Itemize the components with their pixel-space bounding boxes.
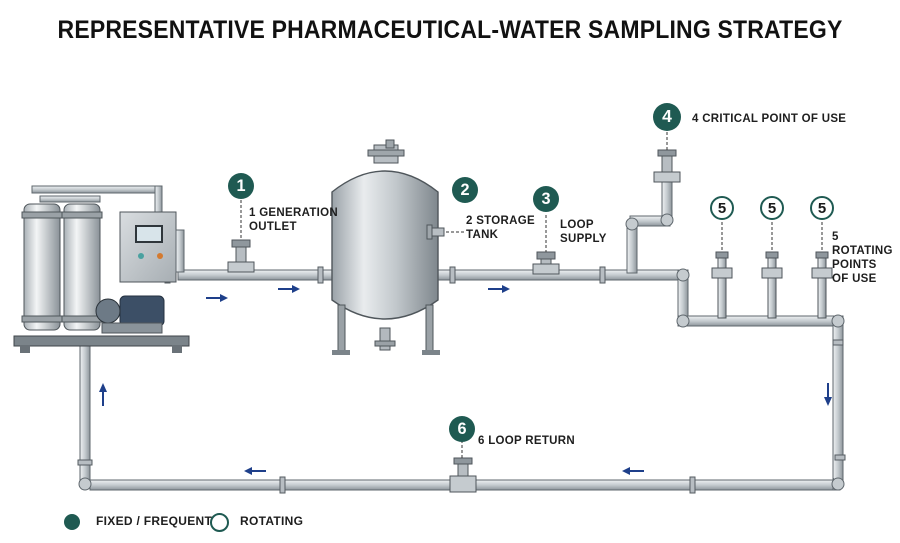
water-generation-skid: [13, 185, 190, 353]
legend-rotating-label: ROTATING: [240, 514, 304, 528]
storage-tank: [331, 139, 445, 355]
flow-arrow-left: [244, 467, 266, 475]
sampling-badge-2: 2: [452, 177, 478, 203]
legend-fixed-label: FIXED / FREQUENT: [96, 514, 213, 528]
supply-pipe: [177, 269, 844, 486]
diagram-title: REPRESENTATIVE PHARMACEUTICAL-WATER SAMP…: [57, 16, 843, 44]
flow-arrow-right: [278, 285, 300, 293]
legend-fixed-swatch: [64, 514, 80, 530]
sampling-badge-6: 6: [449, 416, 475, 442]
sample-valve-1: [227, 239, 255, 273]
flow-arrow-right: [206, 294, 228, 302]
critical-use-riser: [625, 179, 674, 274]
label-point-4: 4 CRITICAL POINT OF USE: [692, 113, 847, 125]
sample-valve-6: [449, 457, 477, 493]
leader-lines: [240, 132, 823, 458]
sample-valve-4: [653, 149, 681, 183]
rotating-drops: [711, 251, 833, 319]
sampling-badge-1: 1: [228, 173, 254, 199]
sampling-badge-5c: 5: [810, 196, 834, 220]
flow-arrow-right: [488, 285, 510, 293]
label-point-6: 6 LOOP RETURN: [478, 435, 575, 447]
legend-rotating-swatch: [210, 513, 229, 532]
flow-arrows: [99, 285, 832, 475]
pipe-elbows: [78, 268, 845, 491]
sampling-badge-5a: 5: [710, 196, 734, 220]
sampling-badge-3: 3: [533, 186, 559, 212]
sampling-badge-4: 4: [653, 103, 681, 131]
flow-arrow-down: [824, 383, 832, 406]
sample-valve-3: [532, 251, 560, 275]
flow-arrow-left: [622, 467, 644, 475]
sampling-badge-5b: 5: [760, 196, 784, 220]
flow-arrow-up: [99, 383, 107, 406]
